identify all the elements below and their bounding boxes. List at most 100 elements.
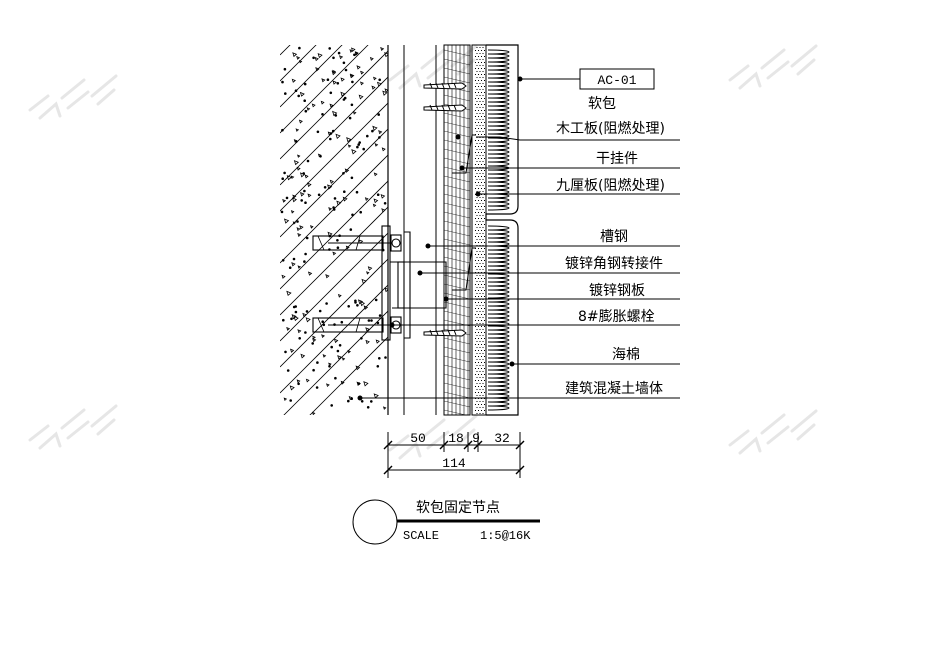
aggregate-dot: [315, 386, 319, 389]
ply-texture-dot: [481, 308, 482, 309]
ply-texture-dot: [481, 380, 482, 381]
ply-texture-dot: [484, 50, 485, 51]
aggregate-dot: [351, 213, 354, 217]
aggregate-triangle: [286, 175, 293, 181]
ply-texture-dot: [478, 326, 479, 327]
ply-texture-dot: [482, 341, 484, 342]
ply-texture-dot: [475, 80, 476, 81]
ply-texture-dot: [479, 257, 481, 258]
aggregate-triangle: [327, 184, 333, 190]
ply-texture-dot: [482, 185, 484, 186]
wood-grain-tick: [444, 193, 470, 201]
ply-texture-dot: [476, 305, 478, 306]
aggregate-triangle: [327, 231, 333, 237]
ply-texture-dot: [485, 287, 486, 288]
ply-texture-dot: [478, 176, 479, 177]
aggregate-dot: [281, 128, 284, 132]
ply-texture-dot: [482, 197, 484, 198]
ply-texture-dot: [479, 413, 481, 414]
ply-texture-dot: [476, 131, 478, 132]
ply-texture-dot: [481, 362, 482, 363]
tag-box: [579, 68, 655, 90]
wood-grain-tick: [444, 184, 470, 192]
ply-texture-dot: [476, 335, 478, 336]
ply-texture-dot: [475, 386, 476, 387]
ply-texture-dot: [485, 359, 486, 360]
ply-texture-dot: [475, 332, 476, 333]
aggregate-triangle: [307, 193, 312, 198]
aggregate-dot: [304, 201, 307, 205]
ply-texture-dot: [478, 362, 479, 363]
ply-texture-dot: [475, 326, 476, 327]
ply-texture-dot: [482, 389, 484, 390]
ply-texture-dot: [478, 128, 479, 129]
ply-texture-dot: [479, 119, 481, 120]
aggregate-triangle: [332, 251, 337, 256]
aggregate-dot: [354, 299, 357, 303]
ply-texture-dot: [485, 239, 486, 240]
ply-texture-dot: [482, 215, 484, 216]
aggregate-dot: [318, 309, 322, 313]
ply-texture-dot: [484, 86, 485, 87]
ply-texture-dot: [485, 407, 486, 408]
ply-texture-dot: [475, 170, 476, 171]
aggregate-triangle: [333, 338, 339, 344]
ply-texture-dot: [484, 248, 485, 249]
ply-texture-dot: [475, 146, 476, 147]
ply-texture-dot: [481, 182, 482, 183]
ply-texture-dot: [478, 404, 479, 405]
ply-texture-dot: [475, 128, 476, 129]
aggregate-triangle: [297, 329, 302, 334]
aggregate-dot: [374, 298, 378, 302]
ply-texture-dot: [482, 335, 484, 336]
ply-texture-dot: [478, 116, 479, 117]
aggregate-triangle: [365, 339, 370, 345]
ply-texture-dot: [481, 110, 482, 111]
ply-texture-dot: [485, 143, 486, 144]
aggregate-triangle: [384, 52, 388, 58]
aggregate-dot: [342, 190, 346, 194]
aggregate-dot: [359, 210, 363, 214]
ply-texture-dot: [485, 203, 486, 204]
aggregate-dot: [350, 397, 354, 401]
ply-texture-dot: [482, 173, 484, 174]
ply-texture-dot: [476, 77, 478, 78]
aggregate-triangle: [373, 172, 378, 177]
ply-texture-dot: [479, 293, 481, 294]
aggregate-triangle: [344, 168, 350, 173]
ply-texture-dot: [479, 383, 481, 384]
ply-texture-dot: [476, 197, 478, 198]
ply-texture-dot: [485, 59, 486, 60]
ply-texture-dot: [475, 374, 476, 375]
wood-grain-tick: [444, 337, 470, 345]
aggregate-triangle: [366, 271, 370, 275]
ply-texture-dot: [475, 188, 476, 189]
aggregate-triangle: [317, 53, 323, 59]
aggregate-dot: [322, 323, 326, 327]
label-channel-steel: 槽钢: [600, 229, 628, 245]
ply-texture-dot: [482, 59, 484, 60]
ply-texture-dot: [479, 71, 481, 72]
aggregate-triangle: [373, 393, 379, 399]
aggregate-triangle: [291, 262, 296, 267]
ply-texture-dot: [478, 224, 479, 225]
aggregate-dot: [289, 399, 293, 402]
aggregate-triangle: [340, 91, 346, 97]
ply-texture-dot: [484, 152, 485, 153]
ply-texture-dot: [484, 134, 485, 135]
ply-texture-dot: [485, 179, 486, 180]
ply-texture-dot: [482, 401, 484, 402]
ply-texture-dot: [475, 254, 476, 255]
ply-texture-dot: [484, 338, 485, 339]
ply-texture-dot: [482, 293, 484, 294]
ply-texture-dot: [476, 179, 478, 180]
aggregate-triangle: [350, 47, 356, 53]
aggregate-triangle: [346, 137, 352, 143]
aggregate-triangle: [358, 94, 364, 100]
ply-texture-dot: [482, 275, 484, 276]
ply-texture-dot: [485, 323, 486, 324]
ply-texture-dot: [485, 395, 486, 396]
wood-grain-tick: [444, 292, 470, 300]
ply-texture-dot: [482, 347, 484, 348]
